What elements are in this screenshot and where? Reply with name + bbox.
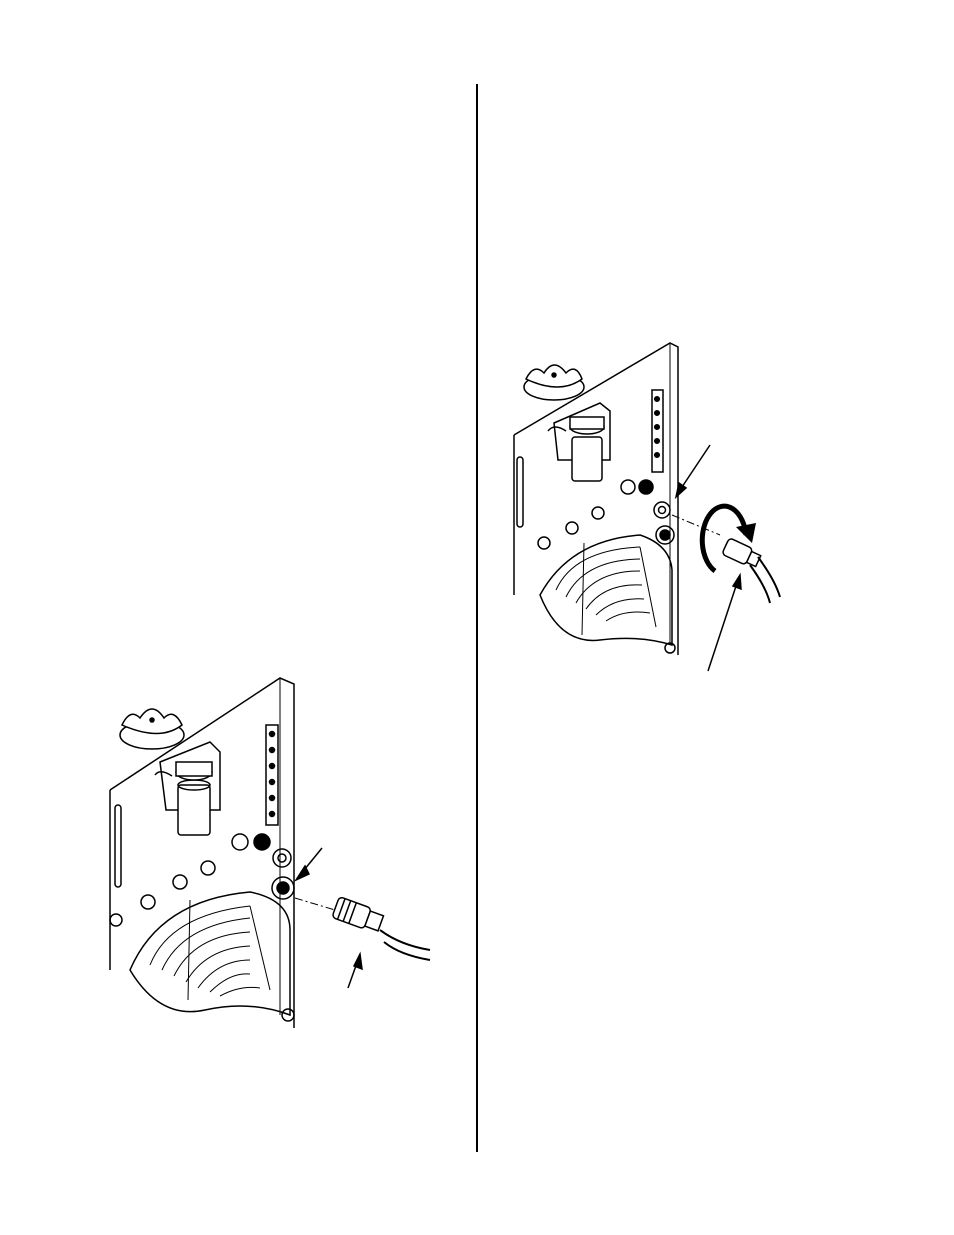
column-divider bbox=[476, 84, 478, 1152]
figure-tighten-cable bbox=[500, 335, 800, 680]
connector-rotate-tighten-icon bbox=[500, 335, 800, 680]
connector-plug-insert-icon bbox=[100, 670, 440, 1040]
figure-connect-cable bbox=[100, 670, 440, 1040]
